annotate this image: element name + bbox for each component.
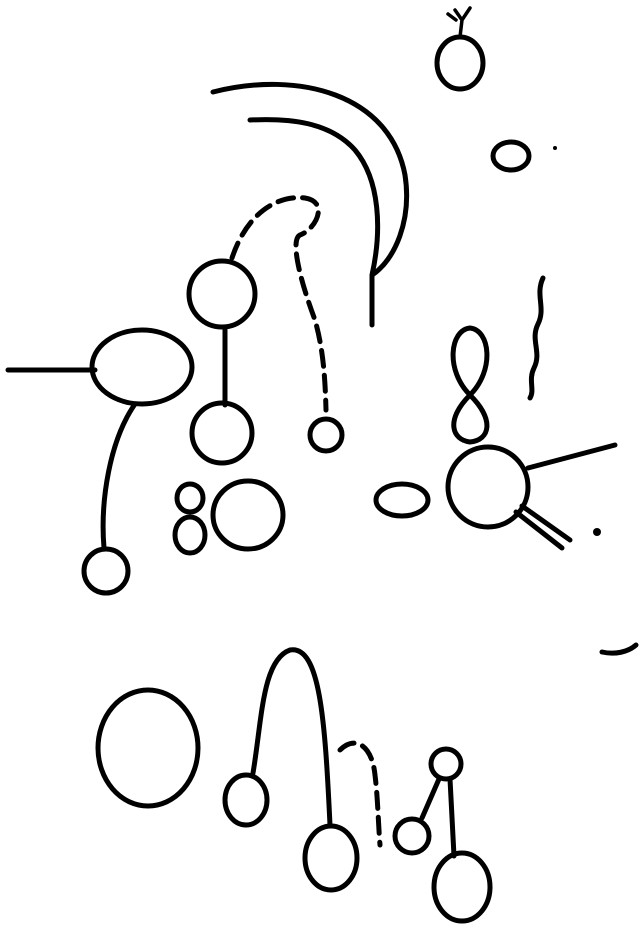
small-oval-middle	[376, 484, 428, 516]
crescent-arc	[213, 84, 407, 325]
stick-figure-bottom-right	[395, 749, 490, 921]
small-oval-top	[493, 142, 529, 170]
speck	[593, 528, 601, 536]
stick-figure-upper	[189, 261, 255, 463]
dashed-arc	[232, 198, 326, 410]
oval-figure-left	[8, 330, 192, 593]
eight-glyph	[175, 484, 205, 553]
arch-figure-bottom	[225, 650, 357, 890]
sprig-circle-figure	[437, 8, 483, 89]
speck	[553, 146, 557, 150]
wavy-line	[530, 278, 543, 398]
large-circle-bottom	[98, 690, 198, 806]
large-o-glyph	[213, 481, 283, 549]
curve-stroke-right	[602, 645, 636, 653]
small-circle-dashed-end	[310, 419, 342, 451]
figure-eight-radiant	[448, 328, 615, 548]
